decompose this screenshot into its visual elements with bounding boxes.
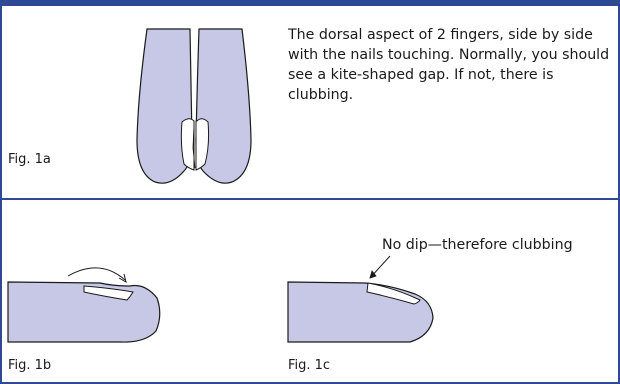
fig-1a-fingers [137, 29, 251, 183]
finger-side-clubbed [288, 282, 433, 342]
fig-1c-finger [288, 256, 433, 342]
curved-arrow [68, 268, 125, 280]
left-nail [181, 119, 194, 170]
fig-1b-finger [8, 268, 160, 342]
